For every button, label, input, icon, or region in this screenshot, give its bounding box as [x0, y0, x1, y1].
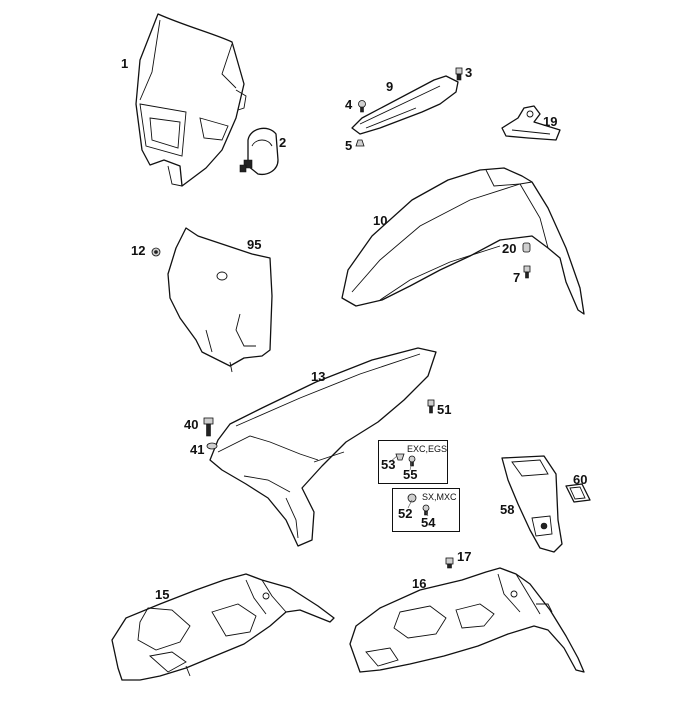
callout-51: 51: [437, 402, 452, 417]
callout-16: 16: [412, 576, 427, 591]
callout-40: 40: [184, 417, 199, 432]
washer-41: [206, 442, 218, 450]
callout-10: 10: [373, 213, 388, 228]
small-plate: [501, 105, 561, 141]
screw-51: [427, 399, 435, 414]
flap: [501, 455, 563, 553]
callout-2: 2: [279, 135, 287, 150]
screw-7: [523, 265, 531, 279]
variant-tag-exc-egs: EXC,EGS: [407, 444, 448, 454]
variant-box-sx-mxc: [392, 488, 460, 532]
callout-17: 17: [457, 549, 472, 564]
leader-lines: [389, 455, 429, 517]
fender-decal-16: [349, 567, 585, 673]
callout-5: 5: [345, 138, 353, 153]
spacer-20: [522, 242, 531, 253]
clamp: [239, 127, 279, 176]
variant-tag-sx-mxc: SX,MXC: [422, 492, 457, 502]
screw-3: [455, 67, 463, 81]
callout-20: 20: [502, 241, 517, 256]
nut-5: [355, 139, 365, 147]
callout-58: 58: [500, 502, 515, 517]
callout-54: 54: [421, 515, 436, 530]
callout-60: 60: [573, 472, 588, 487]
callout-4: 4: [345, 97, 353, 112]
callout-15: 15: [155, 587, 170, 602]
callout-41: 41: [190, 442, 205, 457]
callout-19: 19: [543, 114, 558, 129]
bolt-40: [203, 417, 214, 437]
callout-1: 1: [121, 56, 129, 71]
rear-fender: [209, 347, 437, 547]
callout-53: 53: [381, 457, 396, 472]
callout-13: 13: [311, 369, 326, 384]
gasket: [565, 483, 591, 503]
callout-12: 12: [131, 243, 146, 258]
callout-9: 9: [386, 79, 394, 94]
front-fender: [341, 167, 585, 315]
bracket: [351, 75, 459, 135]
callout-3: 3: [465, 65, 473, 80]
screw-17: [445, 557, 454, 569]
callout-7: 7: [513, 270, 521, 285]
nut-12: [151, 247, 161, 257]
fasteners-52-54: [407, 493, 430, 516]
variant-box-exc-egs: [378, 440, 448, 484]
fender-decal-15: [111, 573, 335, 681]
headlight-mask: [135, 13, 247, 187]
callout-55: 55: [403, 467, 418, 482]
number-plate: [167, 227, 273, 373]
callout-95: 95: [247, 237, 262, 252]
callout-52: 52: [398, 506, 413, 521]
screw-4: [358, 100, 366, 113]
